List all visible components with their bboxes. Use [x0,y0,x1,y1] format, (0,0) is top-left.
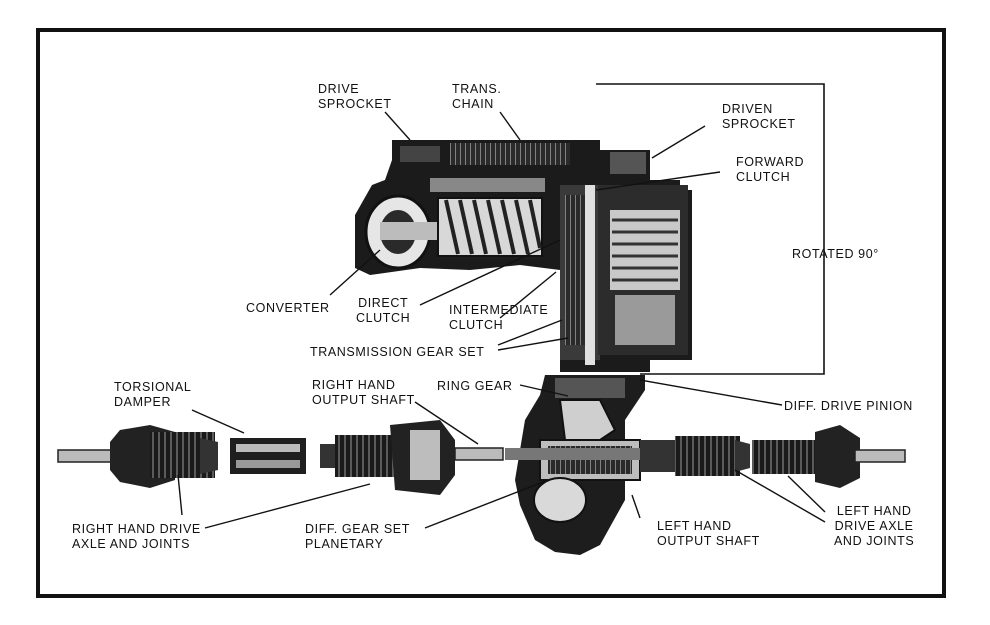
label-rotated-90: ROTATED 90° [792,247,879,261]
label-drive-sprocket: DRIVE SPROCKET [318,82,392,111]
leader-lines [177,111,826,529]
label-converter: CONVERTER [246,301,330,315]
label-torsional-damper: TORSIONAL DAMPER [114,380,192,409]
rotated-bracket [596,83,825,375]
label-driven-sprocket: DRIVEN SPROCKET [722,102,796,131]
label-direct-clutch: DIRECT CLUTCH [356,296,411,325]
axle-assemblies [57,420,906,495]
transmission-housing [355,140,692,372]
label-forward-clutch: FORWARD CLUTCH [736,155,805,184]
label-left-hand-output-shaft: LEFT HAND OUTPUT SHAFT [657,519,760,548]
label-right-hand-output-shaft: RIGHT HAND OUTPUT SHAFT [312,378,415,407]
label-transmission-gear-set: TRANSMISSION GEAR SET [310,345,485,359]
label-diff-drive-pinion: DIFF. DRIVE PINION [784,399,913,413]
diagram-frame [36,28,946,598]
label-trans-chain: TRANS. CHAIN [452,82,502,111]
label-right-hand-drive-axle: RIGHT HAND DRIVE AXLE AND JOINTS [72,522,201,551]
label-left-hand-drive-axle: LEFT HAND DRIVE AXLE AND JOINTS [834,504,915,548]
label-ring-gear: RING GEAR [437,379,513,393]
label-intermediate-clutch: INTERMEDIATE CLUTCH [449,303,549,332]
label-diff-gear-set-planetary: DIFF. GEAR SET PLANETARY [305,522,410,551]
differential-housing [505,375,645,555]
